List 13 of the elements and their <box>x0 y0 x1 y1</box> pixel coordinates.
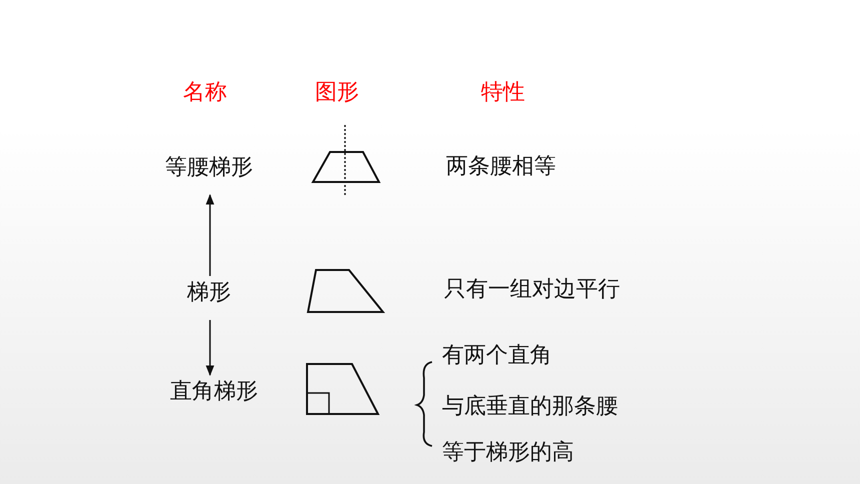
arrow <box>206 194 214 276</box>
property-text: 两条腰相等 <box>446 154 556 180</box>
property-text: 与底垂直的那条腰 <box>442 394 618 420</box>
term-label: 梯形 <box>187 280 231 306</box>
term-label: 直角梯形 <box>170 379 258 405</box>
property-text: 有两个直角 <box>442 343 552 369</box>
column-heading: 图形 <box>315 80 359 106</box>
property-text: 等于梯形的高 <box>442 440 574 466</box>
term-label: 等腰梯形 <box>165 155 253 181</box>
column-heading: 名称 <box>183 80 227 106</box>
column-heading: 特性 <box>481 80 525 106</box>
property-text: 只有一组对边平行 <box>444 277 620 303</box>
arrow <box>206 320 214 376</box>
